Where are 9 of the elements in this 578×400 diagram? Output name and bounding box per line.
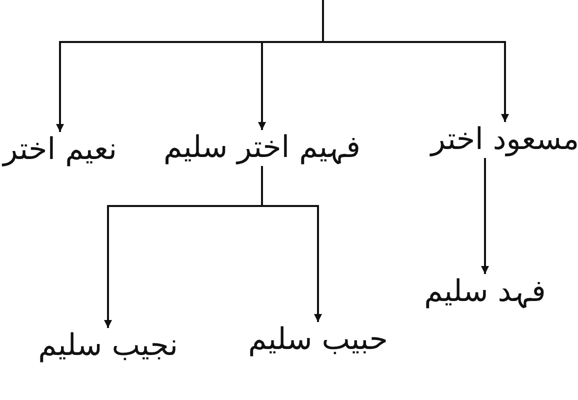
arrow <box>481 158 489 274</box>
name-text: نعیم اختر <box>1 132 119 168</box>
arrow <box>104 166 263 328</box>
name-text: فہد سلیم <box>422 274 548 310</box>
name-text: فہیم اختر سلیم <box>162 130 362 166</box>
name-text: مسعود اختر <box>428 122 578 158</box>
name-text: نجیب سلیم <box>36 328 180 364</box>
arrow <box>56 0 324 132</box>
name-text: حبیب سلیم <box>246 322 390 358</box>
